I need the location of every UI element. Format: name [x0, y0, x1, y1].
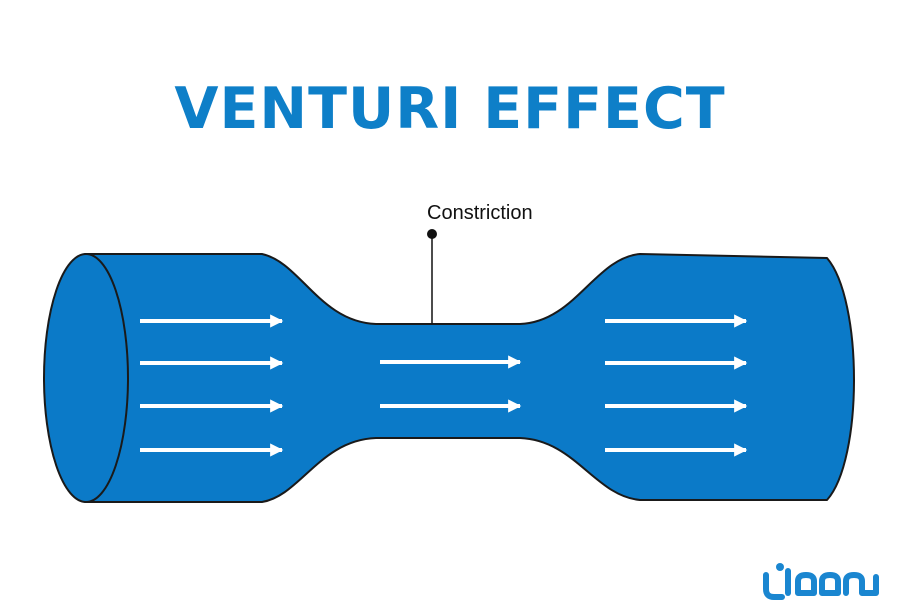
- throat-flow-arrows: [380, 355, 522, 413]
- pipe-body: [84, 253, 855, 503]
- outlet-flow-arrows: [605, 314, 748, 457]
- diagram-title: VENTURI EFFECT: [174, 76, 726, 142]
- callout-dot: [427, 229, 437, 239]
- brand-logo-icon: [763, 563, 879, 600]
- pipe-opening: [43, 253, 129, 503]
- constriction-callout: Constriction: [427, 202, 533, 324]
- inlet-flow-arrows: [140, 314, 284, 457]
- callout-label: Constriction: [427, 202, 533, 224]
